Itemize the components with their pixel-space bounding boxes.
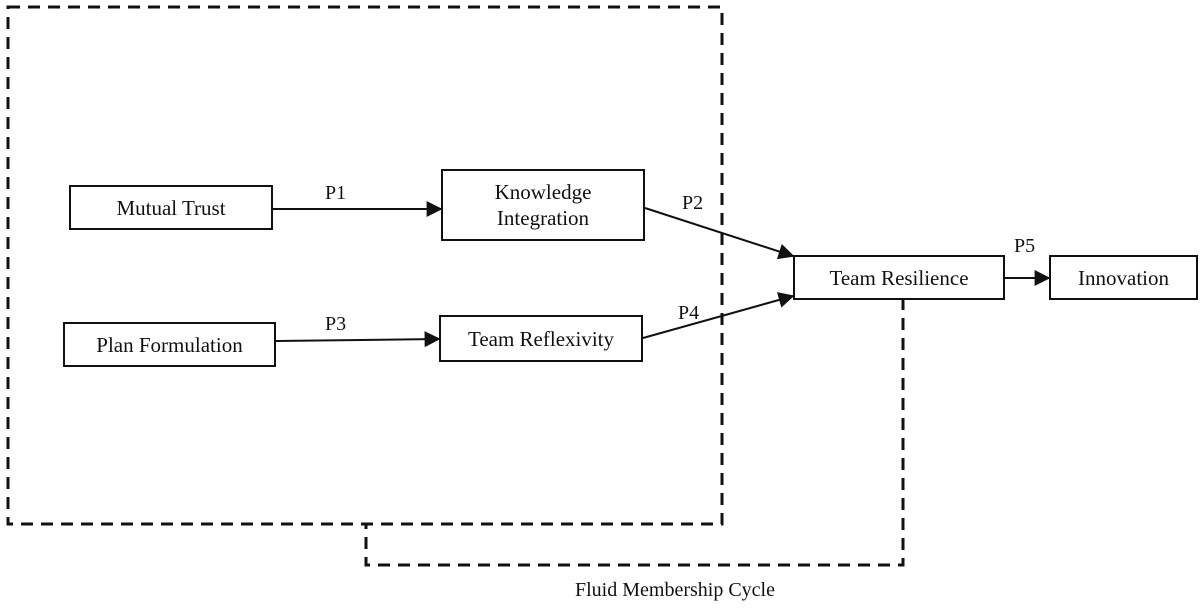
- arrow-p4: [642, 292, 795, 339]
- node-plan-formulation-label: Plan Formulation: [96, 332, 243, 357]
- node-team-reflexivity-label: Team Reflexivity: [467, 326, 615, 351]
- fluid-membership-dashed-box: [6, 5, 724, 526]
- node-team-resilience-label: Team Resilience: [829, 265, 969, 290]
- path-label-p1: P1: [325, 182, 347, 204]
- path-label-p3: P3: [325, 313, 347, 335]
- node-knowledge-integration-line-1: Knowledge: [494, 180, 592, 204]
- path-label-p5: P5: [1014, 235, 1036, 257]
- path-label-p4: P4: [678, 302, 700, 324]
- arrow-p2: [644, 207, 795, 260]
- node-knowledge-integration-line-2: Integration: [496, 206, 590, 230]
- arrow-p3: [275, 331, 441, 348]
- node-innovation: Innovation: [1049, 255, 1198, 300]
- node-team-reflexivity: Team Reflexivity: [439, 315, 643, 362]
- node-plan-formulation: Plan Formulation: [63, 322, 276, 367]
- cycle-caption: Fluid Membership Cycle: [575, 579, 775, 601]
- path-label-p2: P2: [682, 192, 704, 214]
- node-knowledge-integration: Knowledge Integration: [441, 169, 645, 241]
- node-mutual-trust: Mutual Trust: [69, 185, 273, 230]
- node-mutual-trust-label: Mutual Trust: [116, 195, 226, 220]
- node-innovation-label: Innovation: [1078, 265, 1169, 290]
- fluid-membership-loop: [364, 298, 905, 567]
- node-team-resilience: Team Resilience: [793, 255, 1005, 300]
